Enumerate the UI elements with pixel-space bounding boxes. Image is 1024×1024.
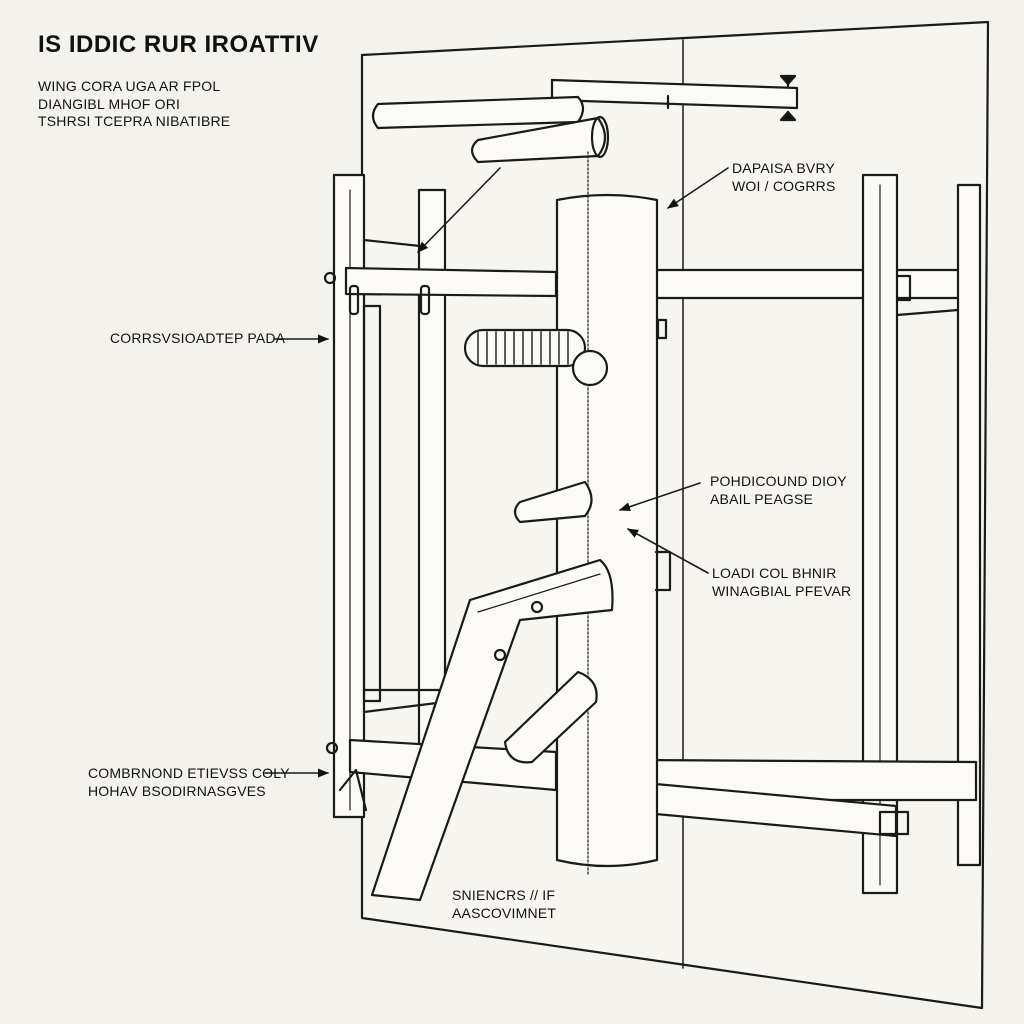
callout-left-lower: COMBRNOND ETIEVSS COLY HOHAV BSODIRNASGV… bbox=[88, 765, 290, 800]
callout-right-lower-line-1: LOADI COL BHNIR bbox=[712, 565, 837, 581]
callout-right-lower: LOADI COL BHNIR WINAGBIAL PFEVAR bbox=[712, 565, 851, 600]
callout-bottom: SNIENCRS // IF AASCOVIMNET bbox=[452, 887, 556, 922]
callout-bottom-line-2: AASCOVIMNET bbox=[452, 904, 557, 921]
callout-left-lower-line-2: HOHAV BSODIRNASGVES bbox=[88, 782, 266, 799]
callout-left-mid: CORRSVSIOADTEP PADA bbox=[110, 330, 285, 348]
dummy-leg bbox=[370, 558, 614, 902]
callout-top-right-line-2: WOI / COGRRS bbox=[732, 177, 836, 194]
intro-text: WING CORA UGA AR FPOL DIANGIBL MHOF ORI … bbox=[38, 78, 230, 131]
middle-arm bbox=[463, 328, 609, 387]
intro-line-3: TSHRSI TCEPRA NIBATIBRE bbox=[38, 113, 231, 129]
top-bracket bbox=[550, 74, 799, 122]
callout-right-mid-line-2: ABAIL PEAGSE bbox=[710, 490, 814, 507]
intro-line-1: WING CORA UGA AR FPOL bbox=[38, 78, 221, 94]
lower-arm bbox=[503, 670, 598, 764]
short-arm bbox=[513, 480, 593, 524]
callout-left-lower-line-1: COMBRNOND ETIEVSS COLY bbox=[88, 765, 290, 781]
callout-right-lower-line-2: WINAGBIAL PFEVAR bbox=[712, 582, 852, 599]
callout-right-mid-line-1: POHDICOUND DIOY bbox=[710, 473, 847, 489]
callout-leaders bbox=[264, 167, 729, 778]
intro-line-2: DIANGIBL MHOF ORI bbox=[38, 95, 181, 112]
callout-left-mid-line-1: CORRSVSIOADTEP PADA bbox=[110, 330, 286, 346]
callout-right-mid: POHDICOUND DIOY ABAIL PEAGSE bbox=[710, 473, 847, 508]
upper-arm-2 bbox=[470, 115, 610, 164]
callout-top-right-line-1: DAPAISA BVRY bbox=[732, 160, 836, 176]
callout-top-right: DAPAISA BVRY WOI / COGRRS bbox=[732, 160, 836, 195]
callout-bottom-line-1: SNIENCRS // IF bbox=[452, 887, 556, 903]
diagram-title: IS IDDIC RUR IROATTIV bbox=[38, 31, 319, 58]
